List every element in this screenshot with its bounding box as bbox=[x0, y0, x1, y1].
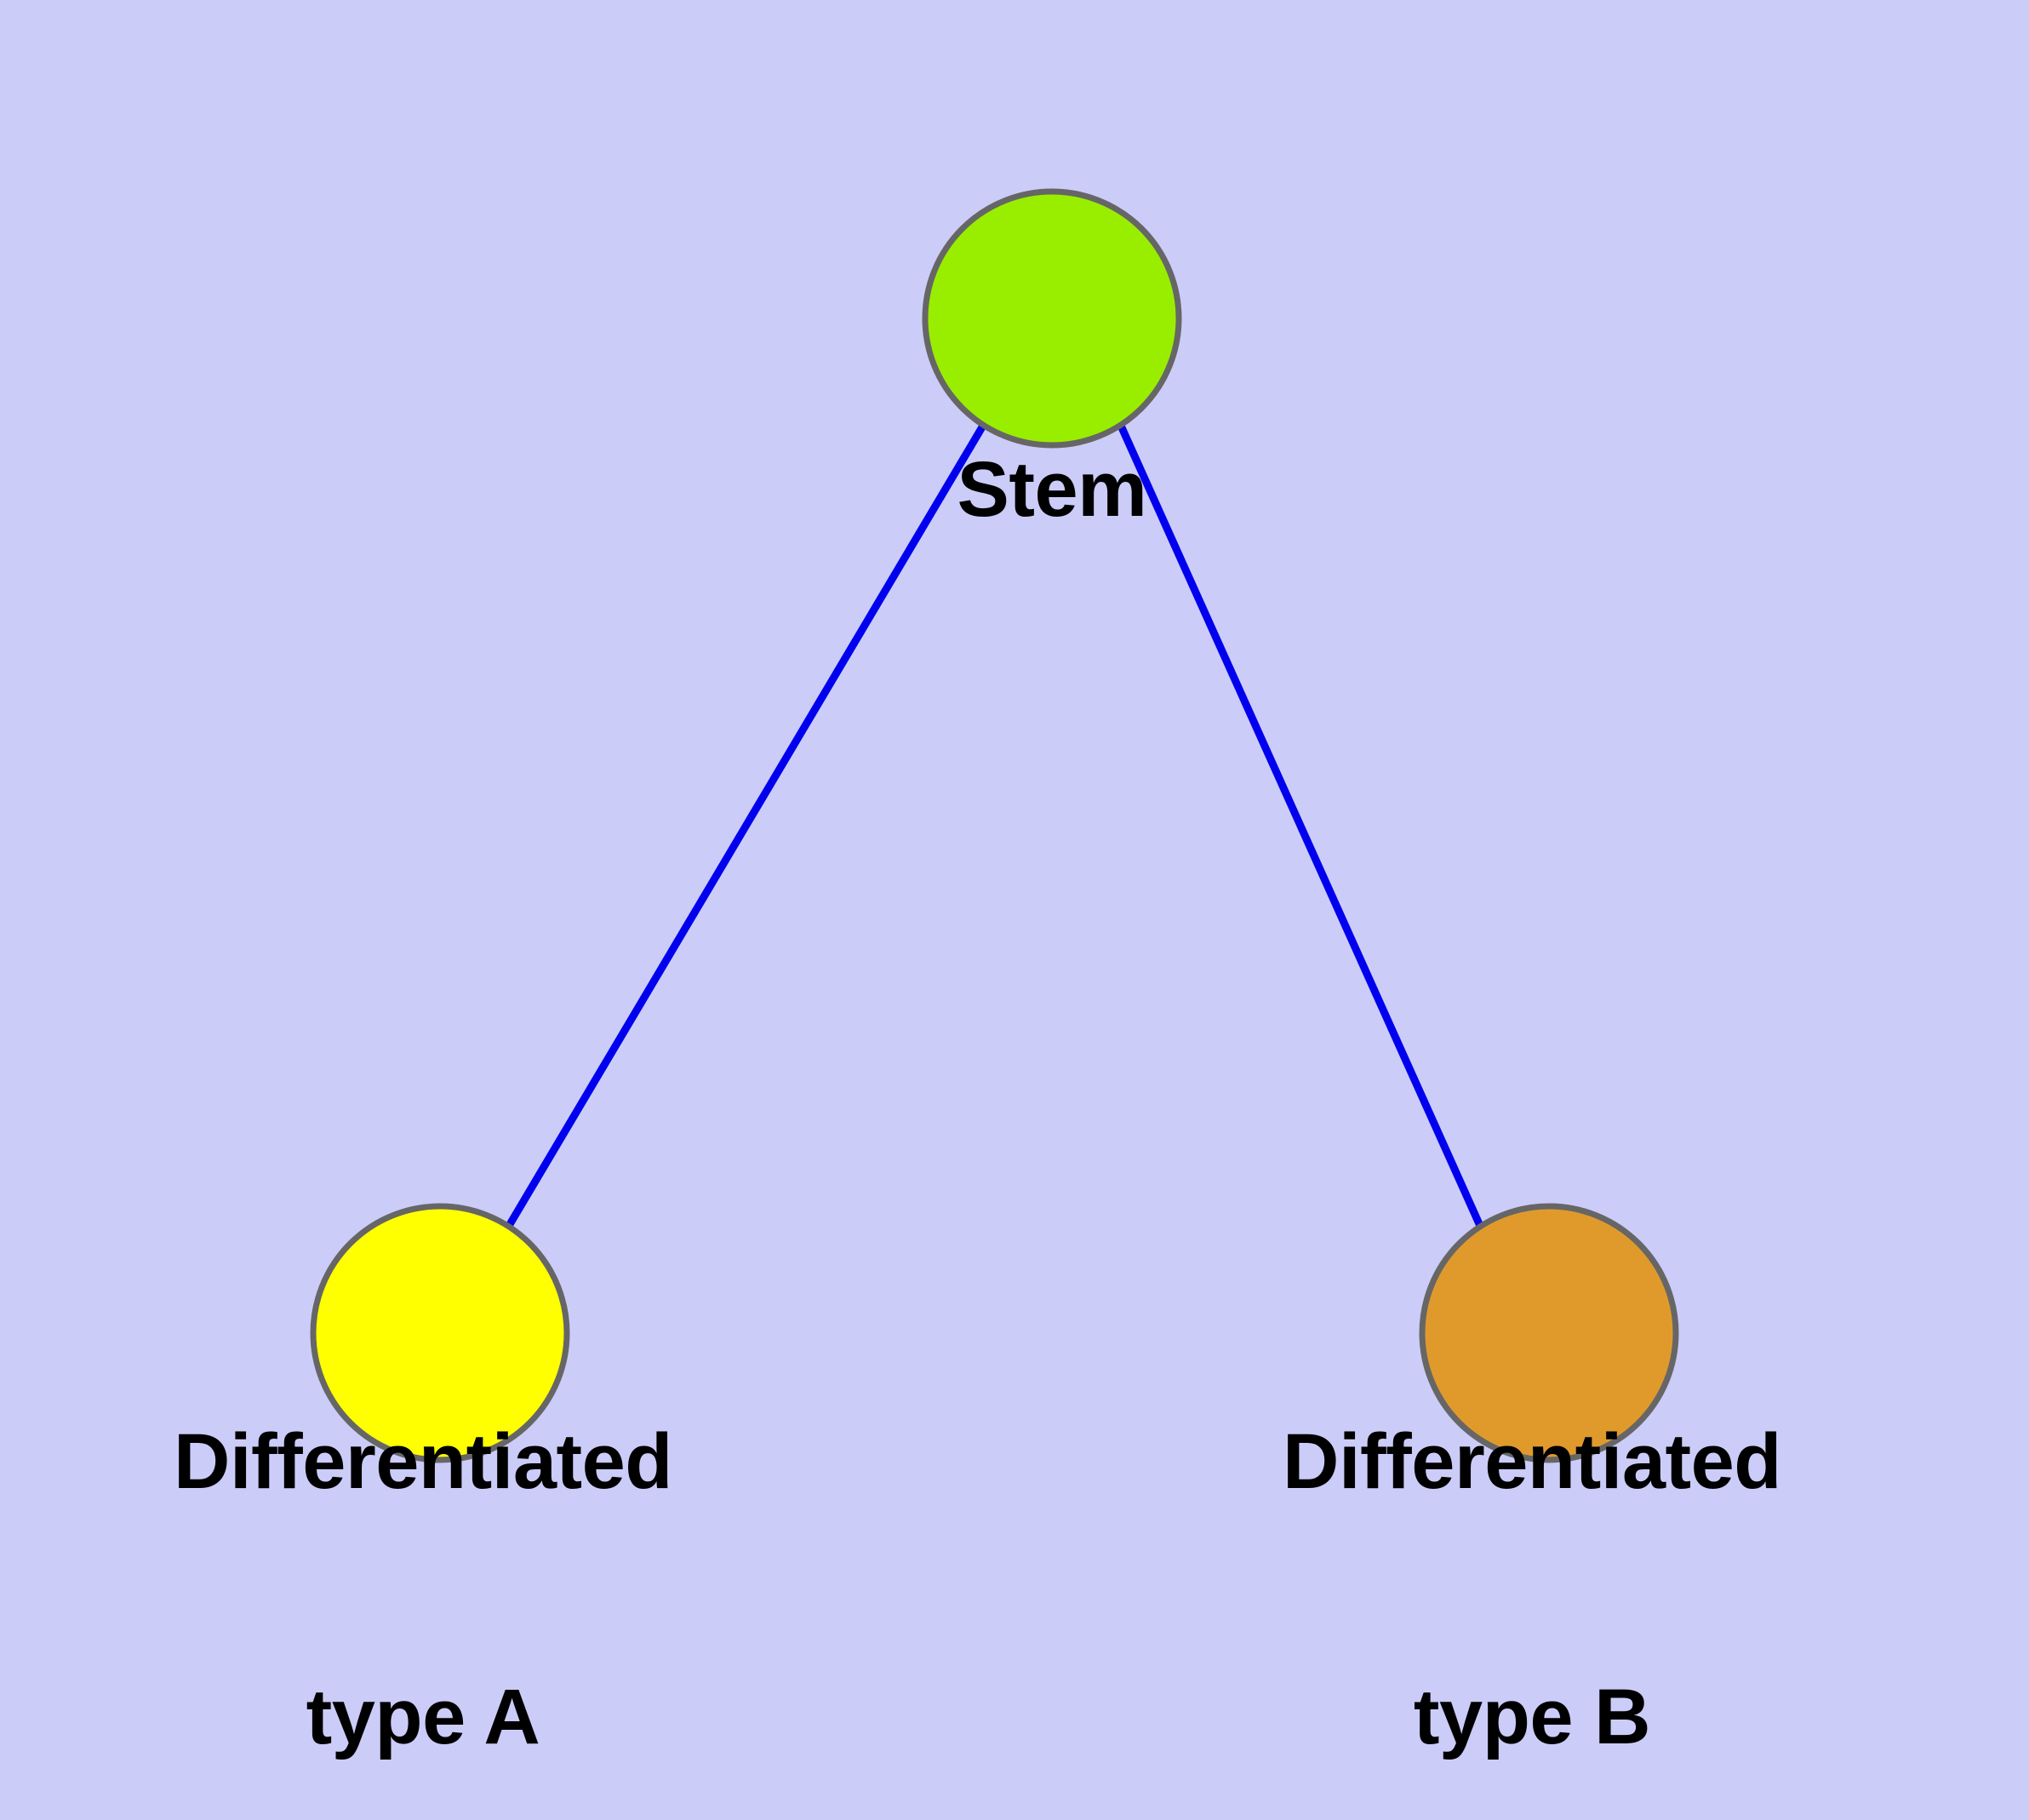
node-stem[interactable] bbox=[922, 188, 1182, 449]
node-layer bbox=[310, 188, 1679, 1463]
node-differentiated-type-b[interactable] bbox=[1419, 1203, 1679, 1463]
edge-stem-to-differentiated-type-a bbox=[506, 423, 986, 1228]
edge-layer bbox=[506, 423, 1484, 1228]
node-differentiated-type-a[interactable] bbox=[310, 1203, 570, 1463]
edge-stem-to-differentiated-type-b bbox=[1117, 424, 1484, 1228]
